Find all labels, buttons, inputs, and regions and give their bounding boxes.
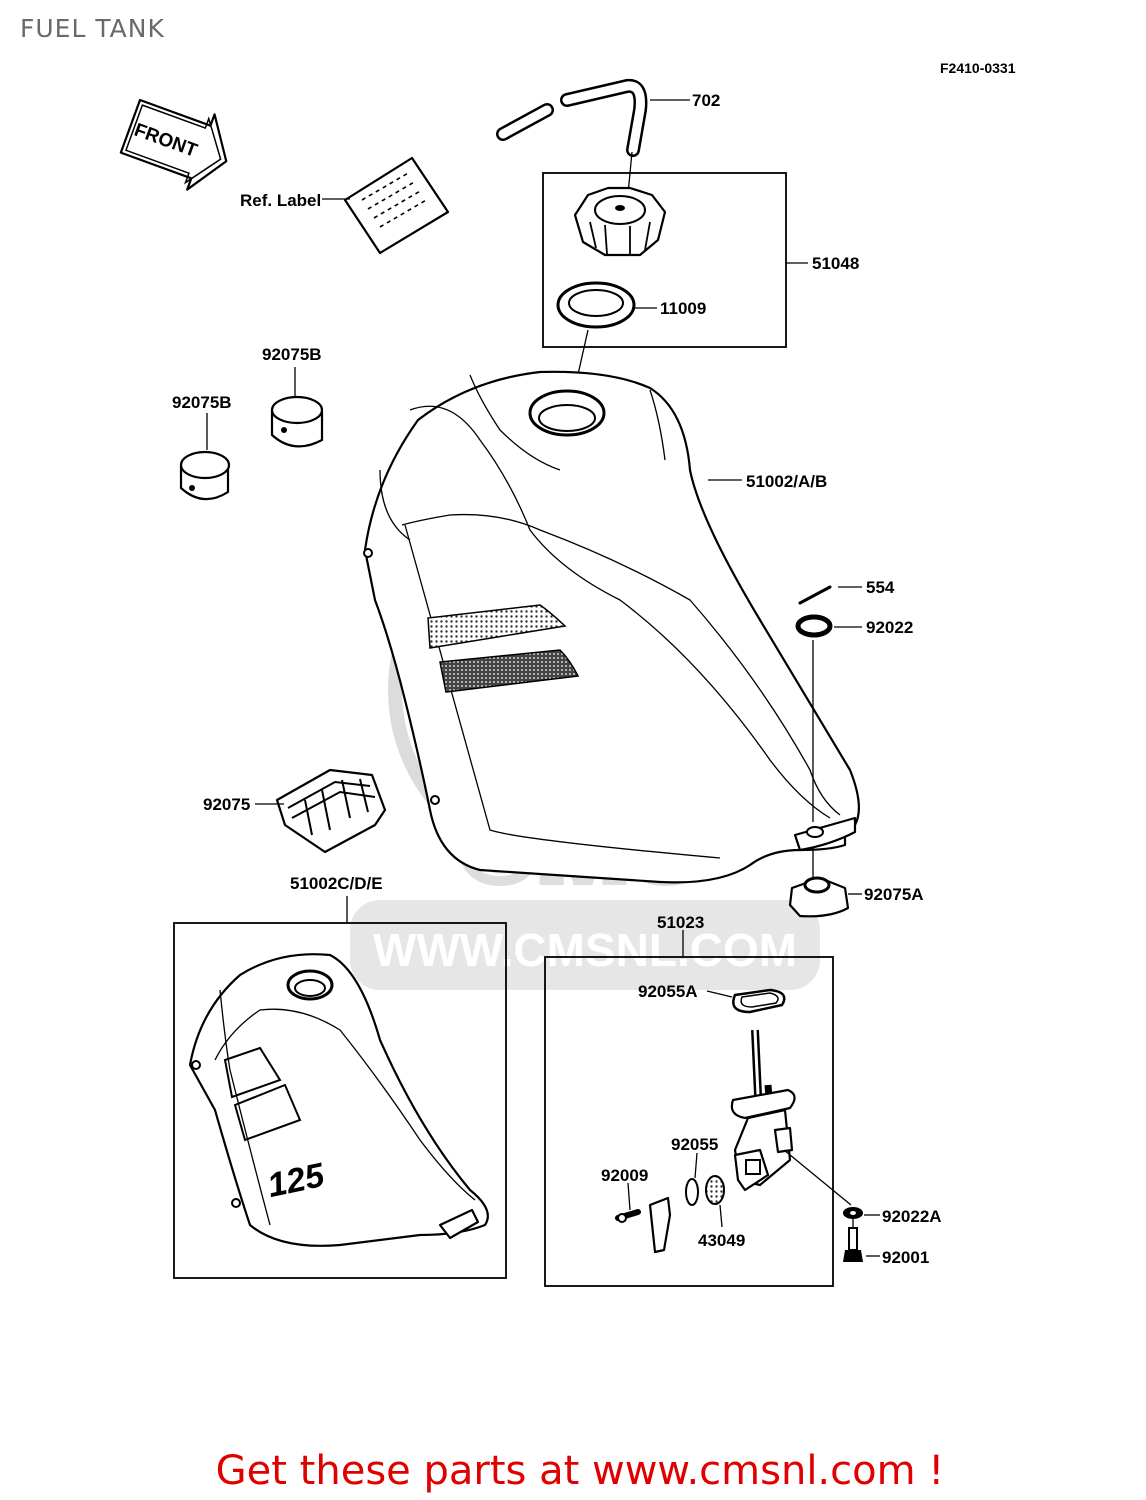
callout-51023: 51023 (657, 913, 704, 932)
callout-92022a: 92022A (882, 1207, 942, 1226)
callout-51002-cde: 51002C/D/E (290, 874, 383, 893)
callout-43049: 43049 (698, 1231, 745, 1250)
callout-92075a: 92075A (864, 885, 924, 904)
footer-link[interactable]: Get these parts at www.cmsnl.com ! (215, 1448, 945, 1494)
fuel-cock-fasteners: 92022A 92001 (843, 1207, 942, 1267)
ref-label-card: Ref. Label (240, 156, 450, 255)
callout-51048: 51048 (812, 254, 859, 273)
callout-92075: 92075 (203, 795, 250, 814)
page-title: FUEL TANK (20, 14, 165, 43)
fuel-tank-51002: 51002/A/B (363, 370, 860, 884)
callout-92055a: 92055A (638, 982, 698, 1001)
cap-assembly-51048: 51048 11009 (542, 172, 859, 411)
front-arrow: FRONT (119, 98, 228, 191)
callout-554: 554 (866, 578, 895, 597)
callout-51002-ab: 51002/A/B (746, 472, 827, 491)
hose-702: 702 (496, 78, 720, 216)
rear-mount-parts: 554 92022 92075A (788, 578, 924, 918)
callout-11009: 11009 (660, 299, 706, 318)
diagram-code: F2410-0331 (940, 60, 1016, 76)
callout-702: 702 (692, 91, 720, 110)
damper-92075: 92075 (203, 768, 387, 854)
dampers-92075b: 92075B 92075B (172, 345, 324, 501)
fuel-tank-51002cde: 51002C/D/E 125 (173, 874, 507, 1279)
callout-92022: 92022 (866, 618, 913, 637)
callout-92075b-top: 92075B (262, 345, 322, 364)
callout-92009: 92009 (601, 1166, 648, 1185)
callout-92001: 92001 (882, 1248, 929, 1267)
fuel-cock-51023: 51023 92055A 92055 43049 92009 (544, 913, 854, 1287)
callout-92075b-left: 92075B (172, 393, 232, 412)
watermark-url: WWW.CMSNL.COM (373, 924, 797, 976)
callout-92055: 92055 (671, 1135, 718, 1154)
ref-label-text: Ref. Label (240, 191, 321, 210)
